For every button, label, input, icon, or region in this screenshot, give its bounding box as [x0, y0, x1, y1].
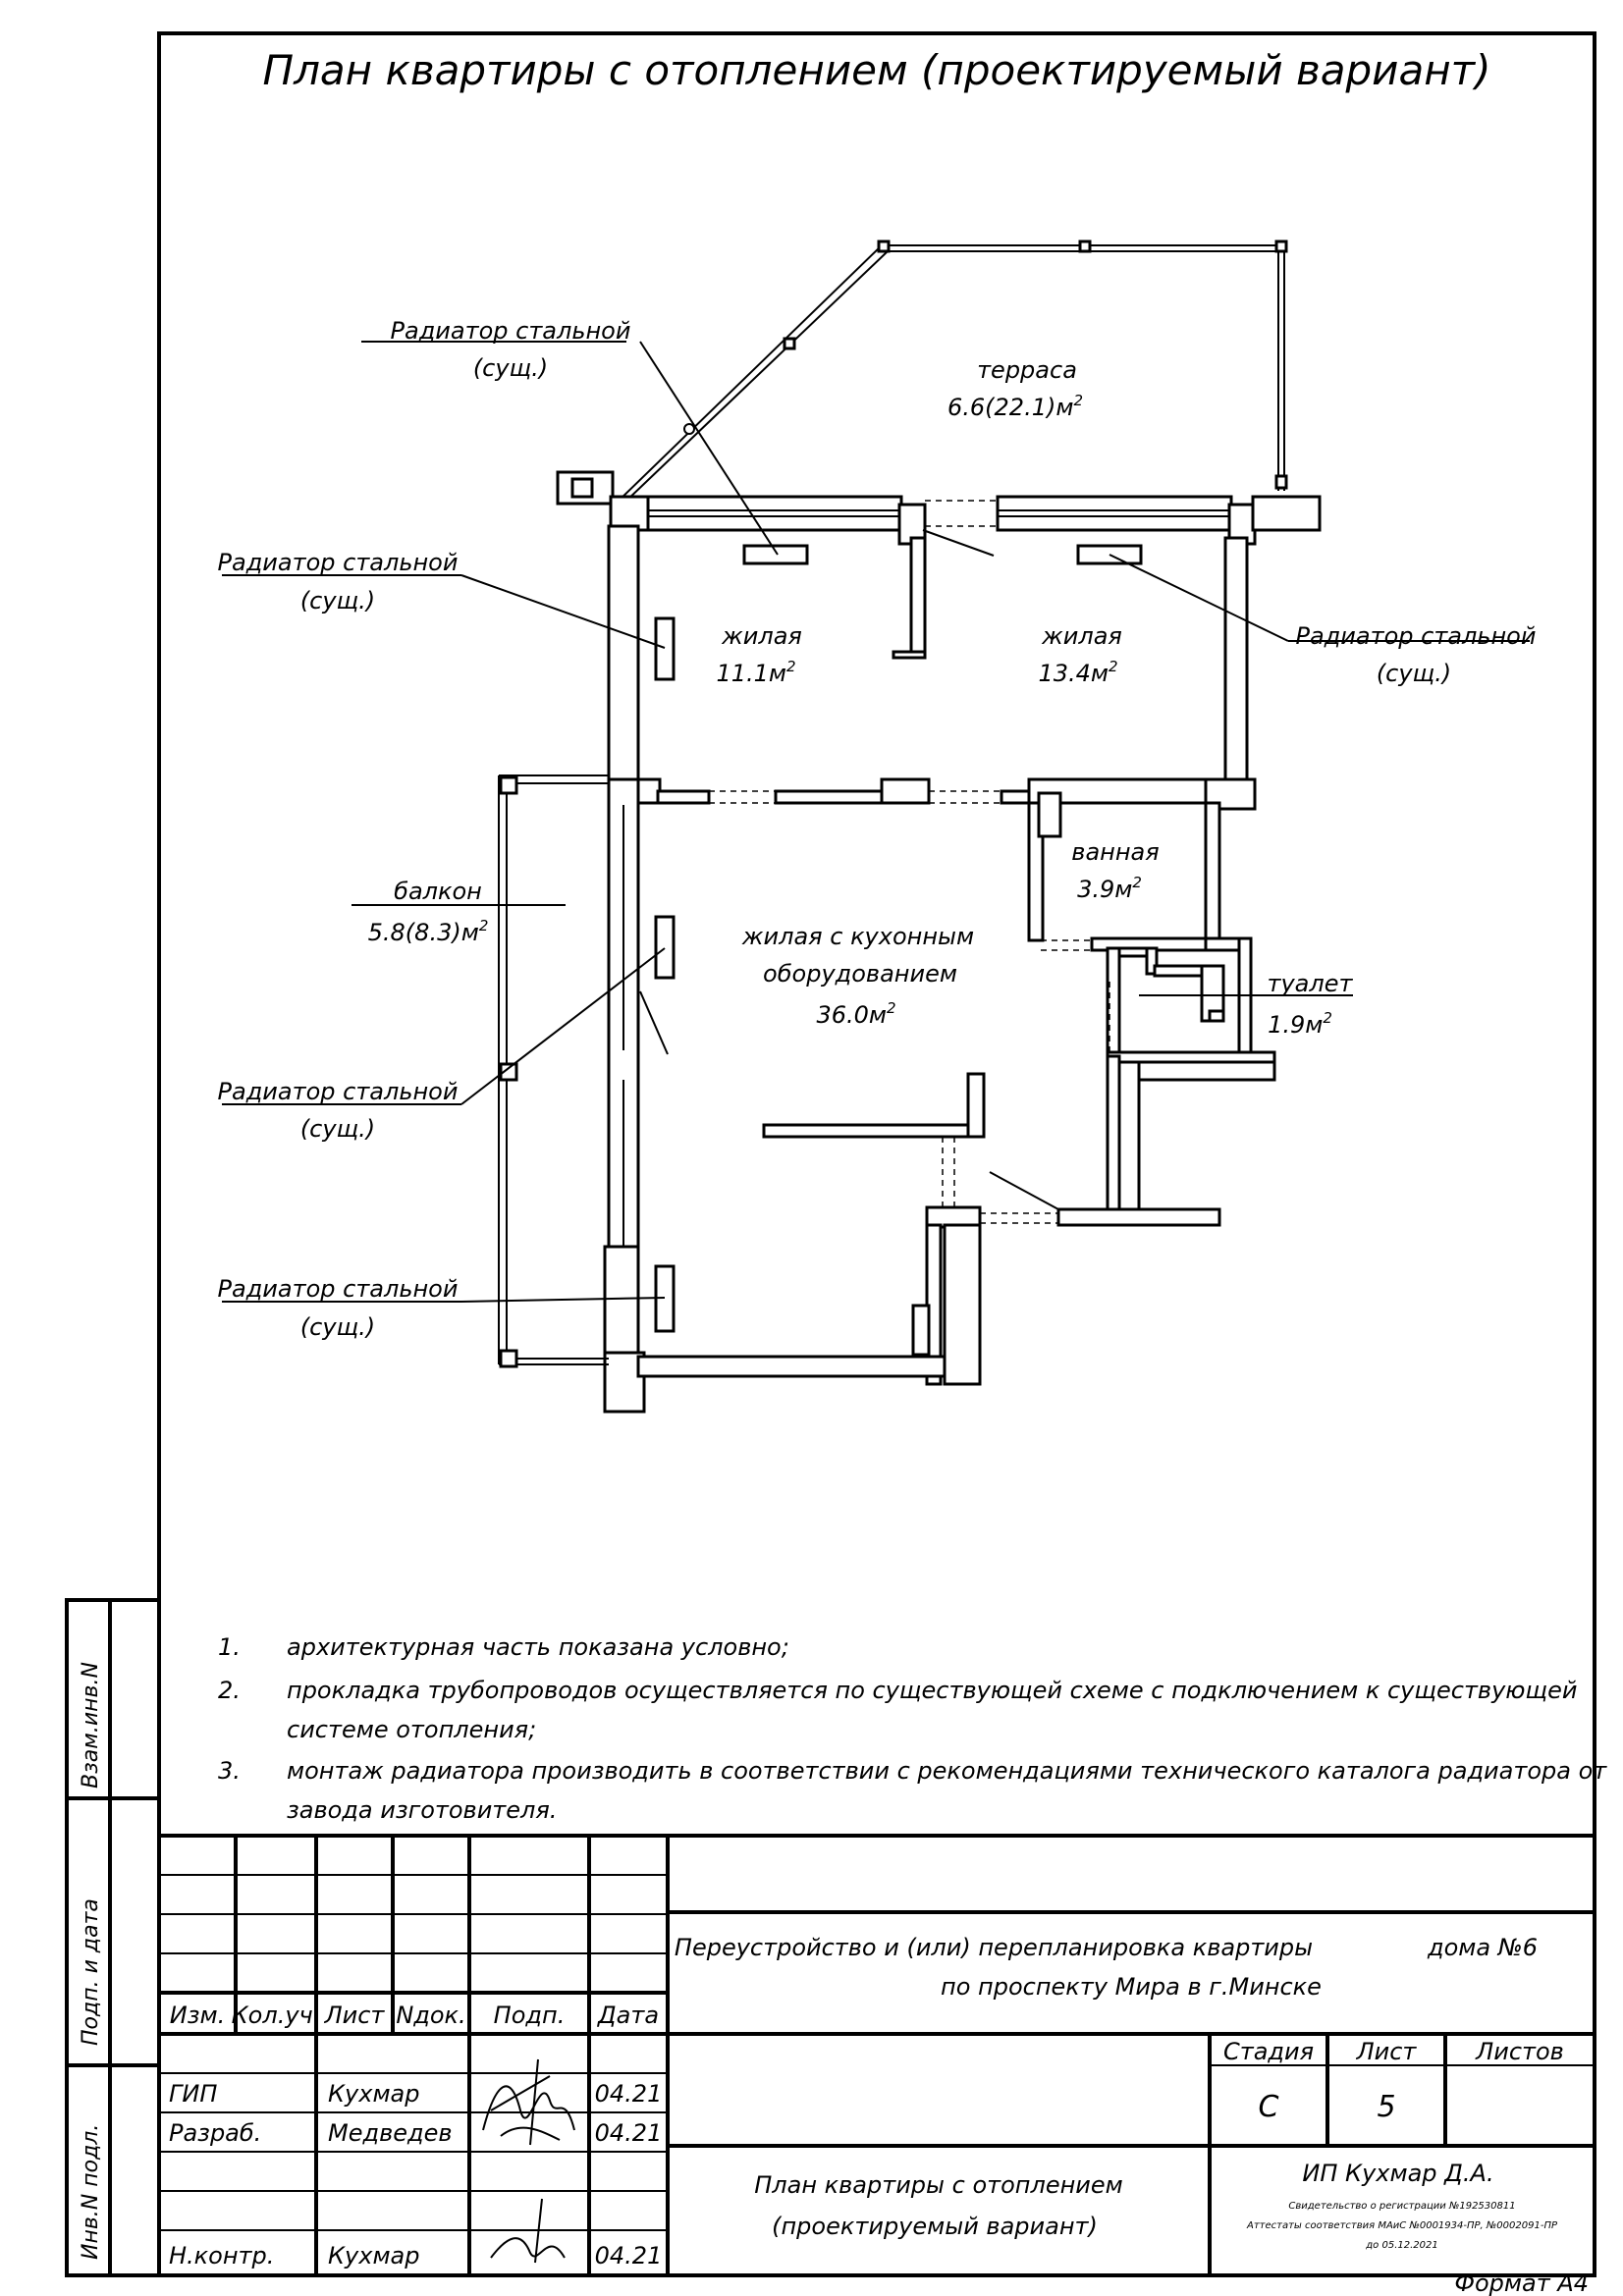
living1-area: 11.1м2: [716, 658, 795, 687]
sheet-value: 5: [1377, 2090, 1395, 2124]
radiator-label-1: Радиатор стальной: [391, 317, 631, 345]
kitchen-area: 36.0м2: [816, 999, 895, 1029]
kitchen-name-line2: оборудованием: [763, 960, 957, 988]
radiator-kitchen-upper: [654, 915, 676, 980]
radiator-label-5: Радиатор стальной: [218, 1275, 459, 1303]
terrace-name: терраса: [977, 356, 1077, 384]
radiator-label-2-sub: (сущ.): [300, 587, 375, 614]
radiator-label-3: Радиатор стальной: [1296, 622, 1537, 650]
drawing-name-line2: (проектируемый вариант): [772, 2213, 1098, 2240]
note-1-num: 1.: [218, 1633, 241, 1661]
radiator-label-4: Радиатор стальной: [218, 1078, 459, 1105]
floor-plan: [222, 240, 1530, 1414]
stamp-name-gip: Кухмар: [328, 2080, 420, 2108]
title-block: Изм. Кол.уч. Лист Nдок. Подп. Дата ГИП К…: [157, 1834, 1596, 2277]
stamp-header-kolvo: Кол.уч.: [232, 2002, 321, 2029]
radiator-callouts: Радиатор стальной (сущ.) Радиатор стальн…: [218, 317, 1537, 1341]
bottom-wall: [636, 1355, 947, 1378]
note-1-text: архитектурная часть показана условно;: [287, 1633, 789, 1661]
sheets-label: Листов: [1475, 2038, 1564, 2065]
radiator-label-1-sub: (сущ.): [473, 354, 548, 382]
stamp-date-gip: 04.21: [595, 2080, 663, 2108]
room-labels: терраса 6.6(22.1)м2 жилая 11.1м2 жилая 1…: [368, 356, 1354, 1039]
living1-name: жилая: [721, 622, 802, 650]
toilet-name: туалет: [1268, 970, 1354, 997]
stage-label: Стадия: [1223, 2038, 1314, 2065]
note-3-text-cont: завода изготовителя.: [287, 1796, 557, 1824]
note-3-num: 3.: [218, 1757, 241, 1785]
bath-name: ванная: [1071, 838, 1159, 866]
stamp-header-ndok: Nдок.: [396, 2002, 465, 2029]
format-label: Формат А4: [1454, 2269, 1589, 2296]
stamp-role-razrab: Разраб.: [169, 2119, 261, 2147]
company-valid-until: до 05.12.2021: [1365, 2240, 1437, 2251]
middle-wall: [636, 777, 1257, 811]
notes: 1. архитектурная часть показана условно;…: [218, 1633, 1607, 1824]
project-house: дома №6: [1427, 1934, 1538, 1961]
stamp-role-nkontr: Н.контр.: [169, 2242, 274, 2269]
radiator-label-4-sub: (сущ.): [300, 1115, 375, 1143]
terrace-area: 6.6(22.1)м2: [947, 392, 1083, 421]
project-title-line1: Переустройство и (или) перепланировка кв…: [675, 1934, 1313, 1961]
radiator-living1-left: [654, 616, 676, 681]
radiator-living1-top: [742, 544, 809, 565]
side-label-inv: Инв.N подл.: [79, 2124, 103, 2260]
note-2-num: 2.: [218, 1677, 241, 1704]
balcony-outline: [498, 774, 609, 1368]
side-strip: Взам.инв.N Подп. и дата Инв.N подл.: [65, 1598, 161, 2277]
balcony-area: 5.8(8.3)м2: [368, 917, 489, 946]
top-wall: [556, 470, 1322, 546]
terrace-outline: [616, 240, 1288, 504]
toilet-area: 1.9м2: [1268, 1009, 1332, 1039]
stamp-header-data: Дата: [597, 2002, 659, 2029]
signature-icon: [482, 2058, 575, 2146]
sheet-label: Лист: [1356, 2038, 1418, 2065]
project-title-line2: по проспекту Мира в г.Минске: [941, 1973, 1322, 2001]
stamp-name-razrab: Медведев: [328, 2119, 452, 2147]
stamp-header-izm: Изм.: [170, 2002, 225, 2029]
note-3-text: монтаж радиатора производить в соответст…: [287, 1757, 1607, 1785]
stamp-header-list: Лист: [324, 2002, 386, 2029]
note-2-text: прокладка трубопроводов осуществляется п…: [287, 1677, 1577, 1704]
side-label-vzam: Взам.инв.N: [79, 1662, 103, 1789]
stamp-name-nkontr: Кухмар: [328, 2242, 420, 2269]
toilet-walls: [1106, 946, 1276, 1213]
living2-name: жилая: [1041, 622, 1122, 650]
radiator-label-3-sub: (сущ.): [1377, 660, 1451, 687]
radiator-label-5-sub: (сущ.): [300, 1313, 375, 1341]
stamp-header-podp: Подп.: [494, 2002, 566, 2029]
drawing-title: План квартиры с отоплением (проектируемы…: [262, 46, 1490, 94]
kitchen-name-line1: жилая с кухонным: [741, 923, 974, 950]
living2-area: 13.4м2: [1038, 658, 1117, 687]
balcony-name: балкон: [394, 878, 482, 905]
side-label-podp: Подп. и дата: [79, 1898, 103, 2046]
radiator-label-2: Радиатор стальной: [218, 549, 459, 576]
stamp-role-gip: ГИП: [169, 2080, 217, 2108]
stamp-date-razrab: 04.21: [595, 2119, 663, 2147]
kitchen-walls: [762, 1072, 1221, 1386]
drawing-name-line1: План квартиры с отоплением: [754, 2171, 1123, 2199]
company-certificates: Аттестаты соответствия МАиС №0001934-ПР,…: [1246, 2220, 1558, 2231]
stamp-date-nkontr: 04.21: [595, 2242, 663, 2269]
signature-icon: [490, 2198, 566, 2264]
note-2-text-cont: системе отопления;: [287, 1716, 536, 1743]
company-name: ИП Кухмар Д.А.: [1302, 2160, 1493, 2187]
bath-area: 3.9м2: [1077, 874, 1142, 903]
left-wall-upper: [607, 524, 640, 783]
stage-value: С: [1259, 2090, 1279, 2124]
company-registration: Свидетельство о регистрации №192530811: [1288, 2201, 1515, 2212]
